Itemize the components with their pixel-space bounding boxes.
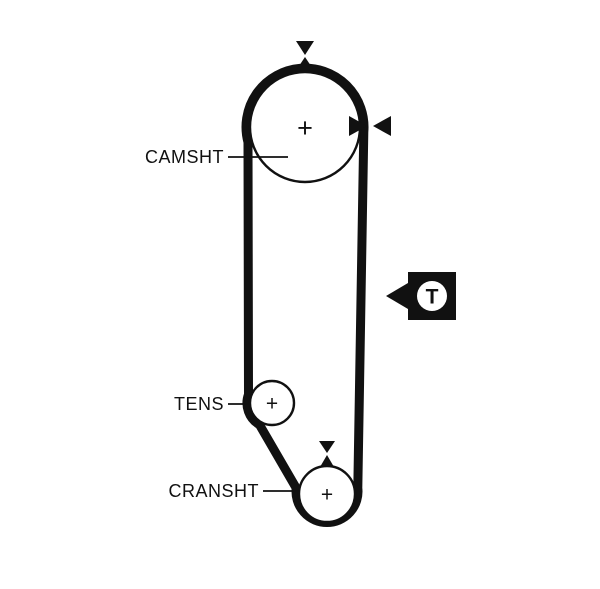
camshaft-up-triangle-icon — [297, 57, 313, 69]
tension-left-triangle-icon — [386, 283, 408, 309]
crankshaft-up-triangle-icon — [320, 455, 334, 467]
camshaft-center-mark: + — [297, 113, 313, 143]
timing-belt — [241, 63, 369, 527]
crankshaft-label: CRANSHT — [168, 481, 259, 501]
camshaft-right-triangle-icon — [349, 116, 367, 136]
camshaft-down-triangle-icon — [296, 41, 314, 55]
tension-marker-letter: T — [426, 286, 439, 309]
camshaft-label: CAMSHT — [145, 147, 224, 167]
tension-marker-circle — [417, 281, 447, 311]
tensioner-center-mark: + — [266, 393, 278, 416]
crankshaft-down-triangle-icon — [319, 441, 335, 453]
camshaft-left-triangle-icon — [373, 116, 391, 136]
tensioner-label: TENS — [174, 394, 224, 414]
crankshaft-center-mark: + — [321, 484, 333, 507]
tension-marker: T — [386, 272, 456, 320]
tensioner-pulley — [248, 379, 296, 427]
